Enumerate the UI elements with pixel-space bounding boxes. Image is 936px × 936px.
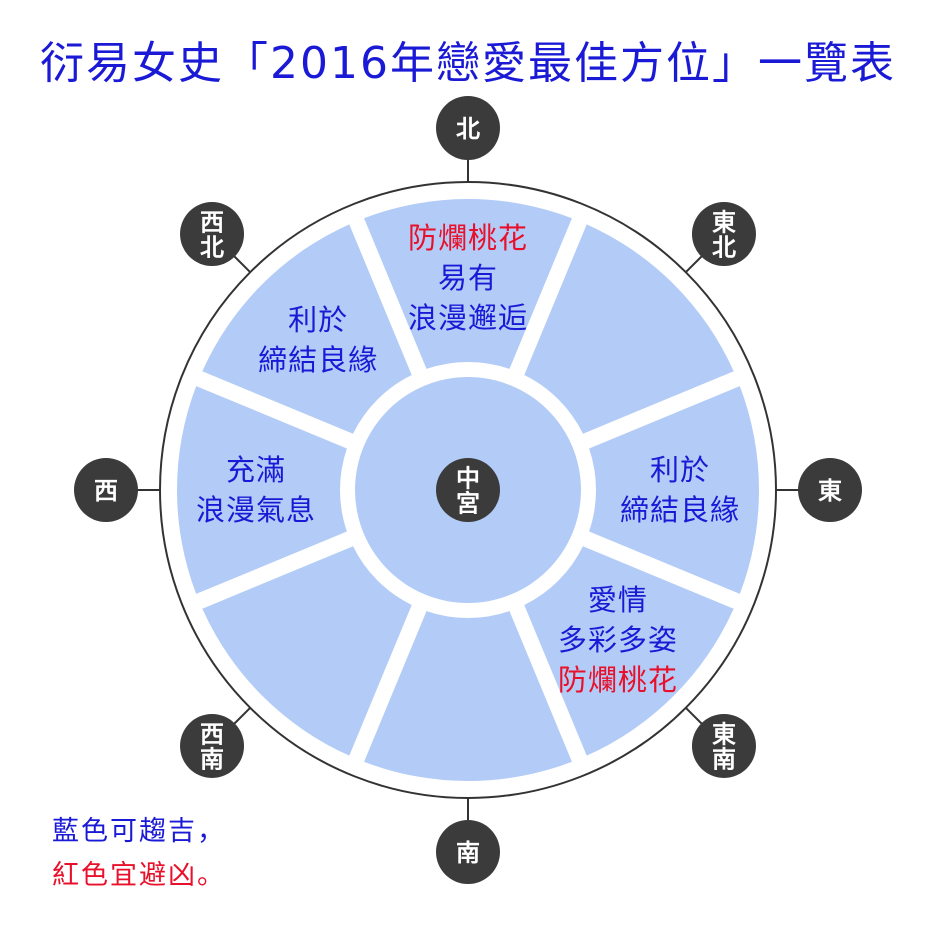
segment-southeast (524, 546, 734, 756)
direction-circle (691, 202, 756, 267)
direction-label-char: 北 (200, 234, 224, 262)
direction-label-char: 南 (712, 745, 736, 773)
segment-line: 充滿 (226, 453, 286, 487)
direction-label-char: 西 (200, 720, 224, 748)
segment-northeast (524, 224, 734, 434)
legend-auspicious: 藍色可趨吉， (52, 816, 226, 847)
spoke-northwest (232, 254, 251, 273)
direction-circle (691, 713, 756, 778)
segment-northwest (202, 224, 412, 434)
direction-circle (180, 713, 245, 778)
segment-south (364, 611, 572, 781)
direction-label-char: 北 (456, 115, 480, 143)
spoke-northeast (685, 254, 704, 273)
segment-line: 愛情 (588, 583, 648, 617)
segment-line: 締結良緣 (258, 343, 378, 377)
center-badge (436, 458, 500, 522)
direction-badge-southeast: 東南 (691, 713, 756, 778)
segment-southwest (202, 546, 412, 756)
direction-badge-north: 北 (436, 96, 500, 160)
segment-line: 利於 (650, 453, 710, 487)
spoke-southeast (685, 707, 704, 726)
direction-badge-northeast: 東北 (691, 202, 756, 267)
direction-label-char: 西 (200, 209, 224, 237)
direction-label-char: 東 (818, 477, 842, 505)
segment-east (589, 386, 759, 594)
segment-line: 易有 (438, 261, 498, 295)
direction-label-char: 東 (712, 209, 736, 237)
direction-circle (436, 820, 500, 884)
direction-label-char: 南 (456, 839, 480, 867)
direction-badge-west: 西 (74, 458, 138, 522)
page-title: 衍易女史「2016年戀愛最佳方位」一覽表 (40, 38, 896, 89)
direction-badge-southwest: 西南 (180, 713, 245, 778)
segment-line: 防爛桃花 (408, 221, 528, 255)
direction-label-char: 東 (712, 720, 736, 748)
segment-line: 締結良緣 (620, 493, 740, 527)
direction-circle (180, 202, 245, 267)
direction-circle (74, 458, 138, 522)
direction-badge-south: 南 (436, 820, 500, 884)
segment-line: 利於 (288, 303, 348, 337)
segment-line: 浪漫氣息 (196, 493, 316, 527)
segment-north (364, 199, 572, 369)
segment-west (177, 386, 347, 594)
center-label-char: 宮 (456, 490, 480, 518)
direction-badge-northwest: 西北 (180, 202, 245, 267)
segment-line: 浪漫邂逅 (408, 301, 528, 335)
direction-badge-east: 東 (798, 458, 862, 522)
direction-label-char: 北 (712, 234, 736, 262)
segment-line: 防爛桃花 (558, 663, 678, 697)
direction-label-char: 南 (200, 745, 224, 773)
direction-circle (436, 96, 500, 160)
spoke-southwest (232, 707, 251, 726)
legend-inauspicious: 紅色宜避凶。 (52, 860, 226, 891)
center-label-char: 中 (456, 465, 480, 493)
direction-circle (798, 458, 862, 522)
segment-line: 多彩多姿 (558, 623, 678, 657)
direction-label-char: 西 (94, 477, 118, 505)
